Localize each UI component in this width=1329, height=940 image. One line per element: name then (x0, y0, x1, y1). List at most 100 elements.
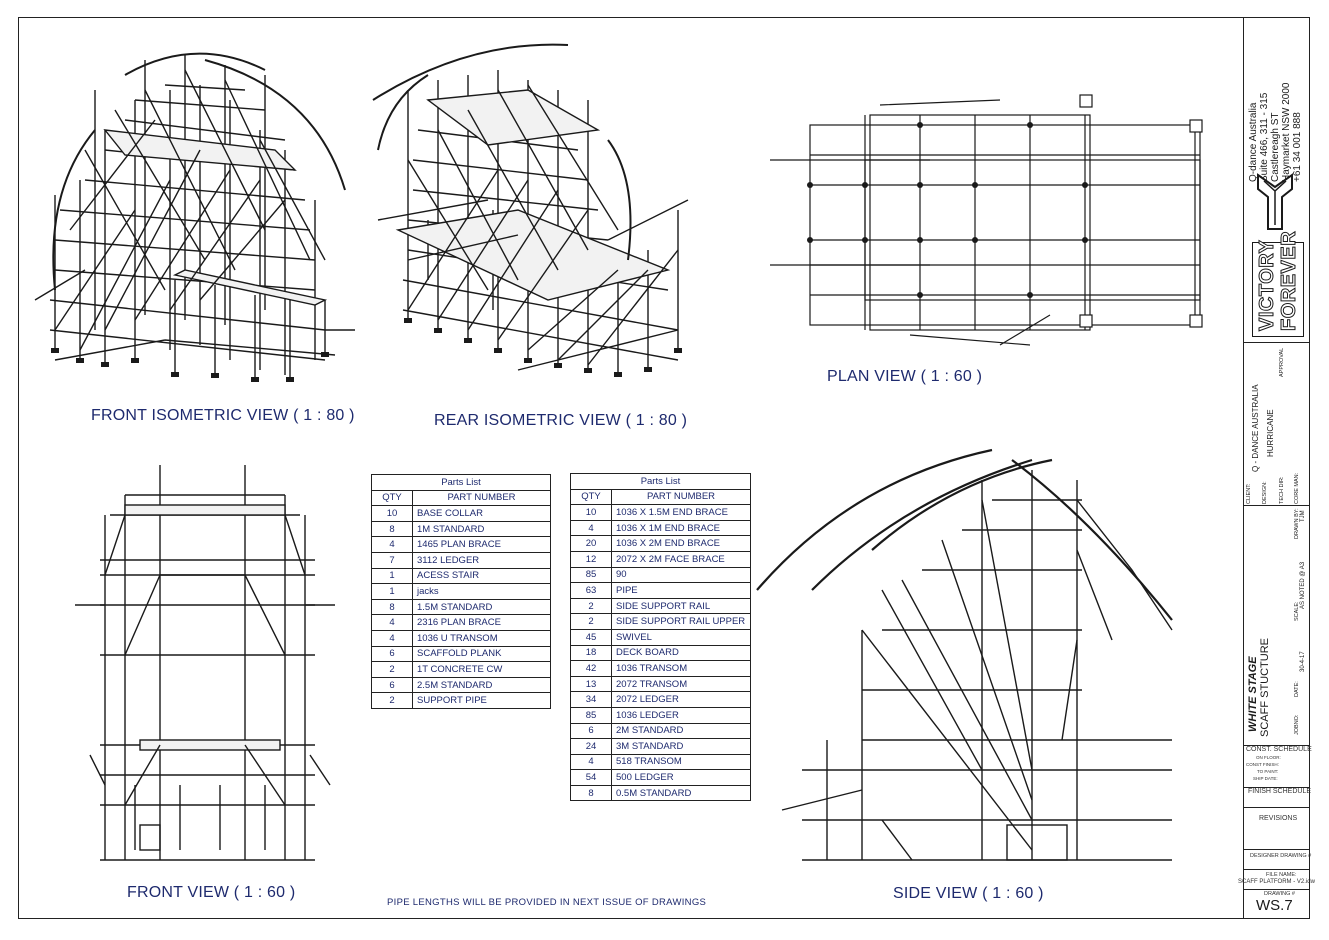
part-number-cell: 2072 LEDGER (611, 691, 751, 708)
part-number-cell: SUPPORT PIPE (412, 692, 551, 709)
part-number-cell: 2316 PLAN BRACE (412, 614, 551, 631)
plan-view-drawing (770, 94, 1203, 346)
qty-cell: 12 (570, 550, 612, 568)
part-number-cell: 0.5M STANDARD (611, 784, 751, 802)
front-view-drawing (75, 465, 335, 861)
client-label: CLIENT: (1246, 483, 1252, 504)
rear-isometric-label: REAR ISOMETRIC VIEW ( 1 : 80 ) (434, 412, 688, 429)
qty-cell: 45 (570, 628, 612, 646)
qty-cell: 54 (570, 769, 612, 786)
qty-cell: 42 (570, 660, 612, 677)
qty-cell: 13 (570, 675, 612, 693)
logo-text-victory: VICTORY (1256, 239, 1279, 331)
qty-header: QTY (371, 489, 413, 507)
ship-date-label: SHIP DATE: (1253, 776, 1278, 781)
front-isometric-label: FRONT ISOMETRIC VIEW ( 1 : 80 ) (91, 407, 355, 424)
qty-cell: 2 (570, 597, 612, 615)
part-number-cell: SWIVEL (611, 628, 751, 646)
part-number-cell: 2.5M STANDARD (412, 676, 551, 694)
part-number-cell: 1036 X 1.5M END BRACE (611, 504, 751, 521)
part-number-cell: 1036 X 1M END BRACE (611, 519, 751, 537)
part-number-cell: 90 (611, 566, 751, 584)
parts-list-caption: Parts List (570, 473, 751, 490)
on-floor-label: ON FLOOR: (1256, 755, 1281, 760)
qty-cell: 4 (570, 753, 612, 771)
approval-label: APPROVAL (1279, 347, 1285, 377)
part-number-cell: 3M STANDARD (611, 738, 751, 755)
qty-cell: 63 (570, 582, 612, 599)
to-paint-label: TO PAINT: (1257, 769, 1279, 774)
part-number-header: PART NUMBER (611, 488, 751, 506)
qty-cell: 2 (570, 613, 612, 630)
front-isometric-drawing (34, 52, 355, 382)
qty-cell: 85 (570, 566, 612, 584)
jobno-label: JOBNO: (1294, 714, 1300, 735)
drawn-by-value: TJM (1300, 510, 1306, 522)
design-value: HURRICANE (1266, 409, 1275, 457)
file-name-label: FILE NAME: (1266, 872, 1297, 878)
part-number-cell: 1.5M STANDARD (412, 598, 551, 616)
qty-cell: 1 (371, 583, 413, 600)
part-number-cell: SIDE SUPPORT RAIL UPPER (611, 613, 751, 630)
front-view-label: FRONT VIEW ( 1 : 60 ) (127, 884, 296, 901)
part-number-cell: 2072 X 2M FACE BRACE (611, 550, 751, 568)
qty-cell: 4 (371, 614, 413, 631)
victory-forever-logo: VICTORY FOREVER (1252, 230, 1304, 337)
part-number-cell: BASE COLLAR (412, 505, 551, 522)
designer-drawing-label: DESIGNER DRAWING # (1250, 853, 1312, 859)
q-dance-logo-icon (1257, 173, 1293, 230)
plan-view-label: PLAN VIEW ( 1 : 60 ) (827, 368, 983, 385)
side-view-drawing (756, 448, 1173, 861)
const-schedule-label: CONST. SCHEDULE (1246, 746, 1312, 753)
qty-cell: 1 (371, 567, 413, 585)
finish-schedule-label: FINISH SCHEDULE (1248, 788, 1312, 795)
qty-cell: 10 (371, 505, 413, 522)
qty-cell: 34 (570, 691, 612, 708)
client-value: Q - DANCE AUSTRALIA (1251, 384, 1260, 472)
part-number-cell: 1465 PLAN BRACE (412, 536, 551, 553)
revisions-label: REVISIONS (1259, 815, 1298, 822)
project-name: WHITE STAGE (1247, 656, 1259, 732)
parts-list-caption: Parts List (371, 474, 551, 491)
core-man-label: CORE MAN: (1294, 472, 1300, 504)
scale-value: AS NOTED @ A3 (1300, 561, 1306, 609)
part-number-cell: 518 TRANSOM (611, 753, 751, 771)
qty-cell: 24 (570, 738, 612, 755)
const-finish-label: CONST FINISH: (1246, 762, 1279, 767)
part-number-cell: SCAFFOLD PLANK (412, 645, 551, 663)
qty-cell: 85 (570, 706, 612, 724)
side-view-label: SIDE VIEW ( 1 : 60 ) (893, 885, 1044, 902)
tech-dir-label: TECH DIR: (1279, 476, 1285, 505)
qty-header: QTY (570, 488, 612, 506)
part-number-cell: 1036 TRANSOM (611, 660, 751, 677)
drawing-number-label: DRAWING # (1264, 891, 1295, 897)
part-number-cell: DECK BOARD (611, 644, 751, 662)
qty-cell: 2 (371, 661, 413, 678)
part-number-cell: 1036 LEDGER (611, 706, 751, 724)
qty-cell: 18 (570, 644, 612, 662)
